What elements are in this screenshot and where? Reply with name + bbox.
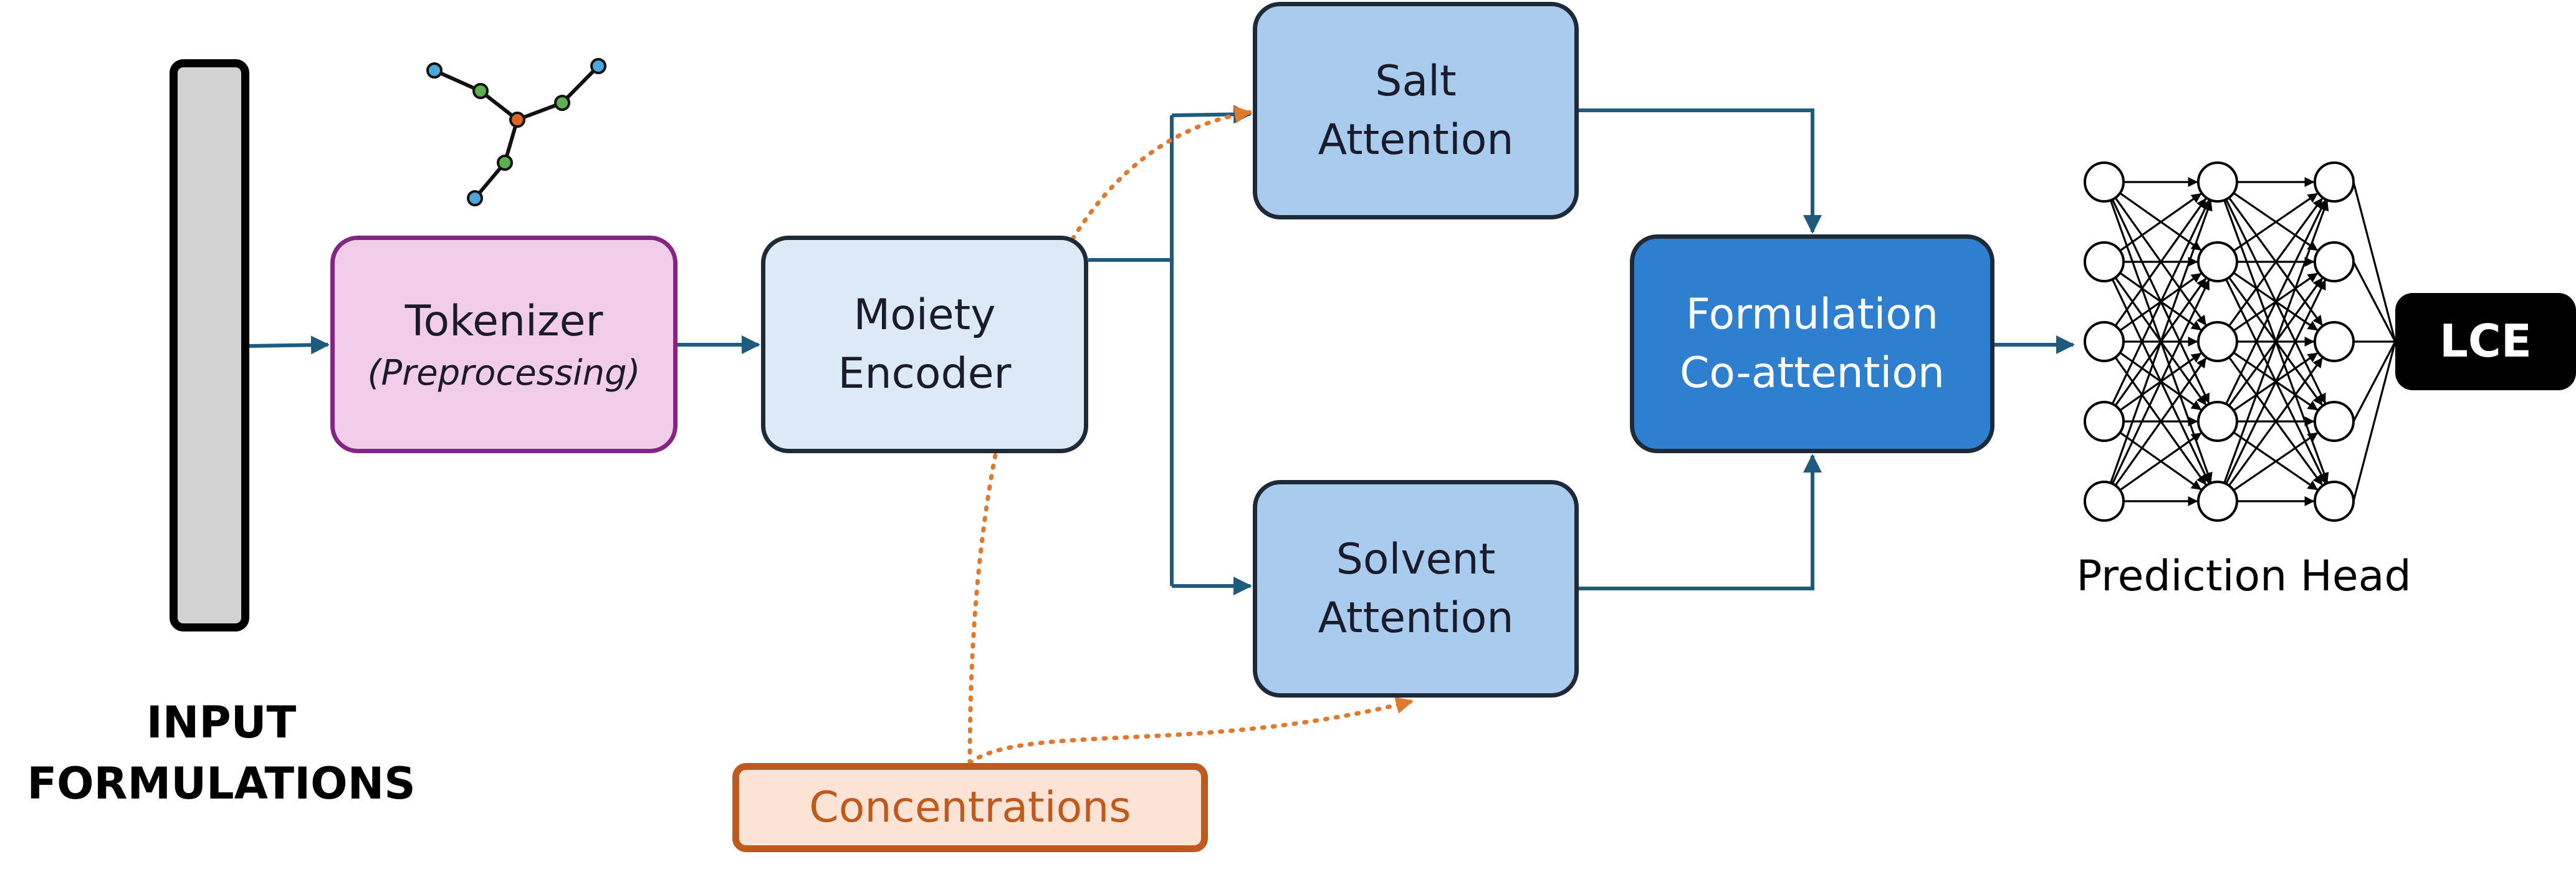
- solvent-attention-box: Solvent Attention: [1253, 480, 1579, 698]
- nn-edge: [2223, 200, 2329, 484]
- coattention-line1: Formulation: [1685, 289, 1939, 339]
- nn-node: [2314, 321, 2355, 362]
- nn-node: [2084, 321, 2125, 362]
- nn-node: [2197, 321, 2238, 362]
- tokenizer-box: Tokenizer (Preprocessing): [330, 236, 678, 453]
- nn-edge: [2225, 279, 2326, 484]
- salt-attention-line2: Attention: [1318, 115, 1514, 165]
- moiety-encoder-line1: Moiety: [853, 290, 996, 340]
- nn-node: [2314, 401, 2355, 442]
- concentrations-label: Concentrations: [809, 782, 1131, 832]
- concentrations-box: Concentrations: [732, 763, 1208, 852]
- nn-edge: [2228, 198, 2323, 327]
- prediction-head-label: Prediction Head: [2076, 552, 2411, 601]
- formulation-coattention-box: Formulation Co-attention: [1630, 234, 1994, 453]
- nn-node: [2314, 161, 2355, 203]
- nn-edge: [2233, 432, 2319, 491]
- nn-node: [2197, 401, 2238, 442]
- input-label-line2: FORMULATIONS: [27, 758, 416, 809]
- input-formulations-bar: [170, 59, 249, 631]
- nn-edge: [2119, 432, 2202, 491]
- nn-node: [2197, 241, 2238, 282]
- nn-node: [2314, 481, 2355, 522]
- nn-edge: [2111, 199, 2210, 405]
- nn-node: [2197, 161, 2238, 203]
- coattention-line2: Co-attention: [1679, 348, 1945, 398]
- tokenizer-subtitle: (Preprocessing): [367, 353, 641, 394]
- molecule-graph-icon: [426, 58, 606, 206]
- nn-output-edge: [2352, 341, 2396, 422]
- nn-node: [2084, 161, 2125, 203]
- flow-arrows: [249, 105, 2075, 595]
- nn-node: [2197, 481, 2238, 522]
- nn-output-edge: [2352, 181, 2396, 342]
- neural-network-icon: [2084, 161, 2396, 522]
- nn-node: [2084, 401, 2125, 442]
- nn-edge: [2114, 198, 2207, 327]
- lce-label: LCE: [2440, 315, 2532, 368]
- salt-attention-box: Salt Attention: [1253, 2, 1579, 219]
- arrow-salt-to-coattention: [1579, 108, 1822, 234]
- nn-output-edge: [2352, 341, 2396, 502]
- solvent-attention-line2: Attention: [1318, 593, 1514, 643]
- nn-node: [2084, 241, 2125, 282]
- input-formulations-label: INPUT FORMULATIONS: [6, 692, 436, 814]
- nn-edge: [2109, 200, 2213, 484]
- nn-node: [2314, 241, 2355, 282]
- nn-output-edge: [2352, 261, 2396, 342]
- arrow-solvent-to-coattention: [1579, 454, 1822, 590]
- arrow-encoder-branch: [1088, 115, 1174, 586]
- nn-edge: [2111, 279, 2210, 484]
- concentration-to-solvent: [967, 696, 1414, 766]
- moiety-encoder-box: Moiety Encoder: [761, 236, 1088, 453]
- nn-edge: [2119, 193, 2202, 252]
- arrow-input-to-tokenizer: [249, 335, 330, 355]
- nn-edge: [2233, 193, 2319, 252]
- nn-edge: [2225, 199, 2326, 405]
- input-label-line1: INPUT: [146, 697, 297, 748]
- lce-output-box: LCE: [2395, 293, 2576, 390]
- tokenizer-title: Tokenizer: [405, 297, 603, 347]
- salt-attention-line1: Salt: [1375, 56, 1457, 106]
- nn-node: [2084, 481, 2125, 522]
- nn-edge: [2114, 357, 2207, 486]
- moiety-encoder-line2: Encoder: [838, 348, 1012, 398]
- nn-edge: [2228, 357, 2323, 486]
- solvent-attention-line1: Solvent: [1336, 534, 1496, 584]
